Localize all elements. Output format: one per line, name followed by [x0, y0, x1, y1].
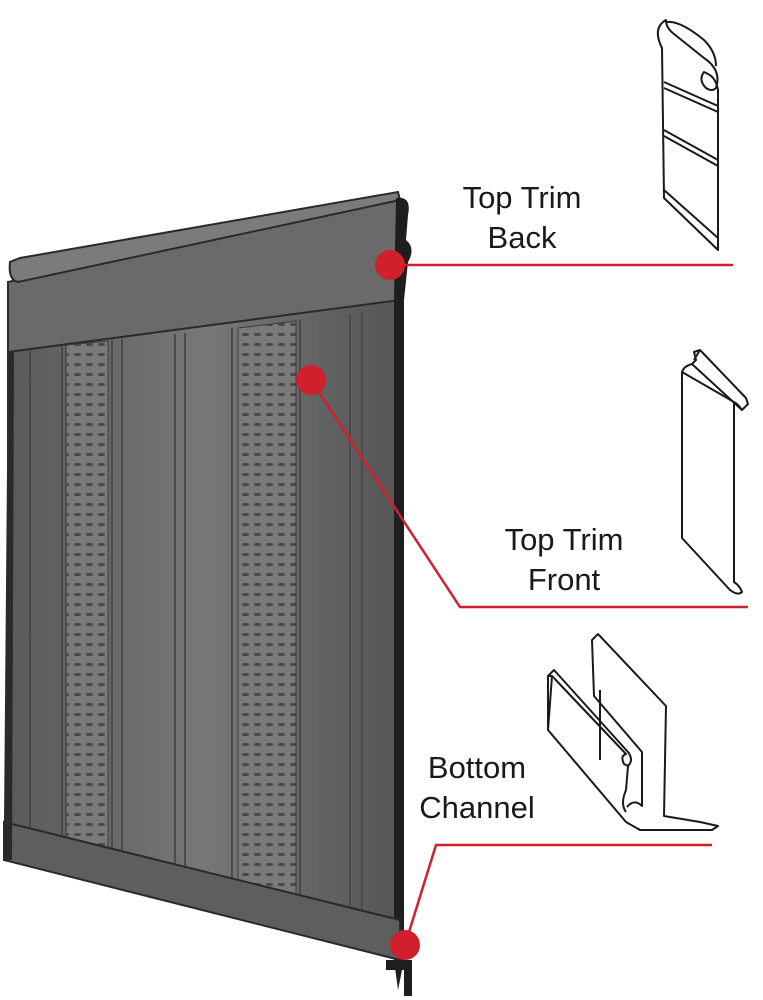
top-trim-front-profile-icon [681, 349, 749, 595]
top-trim-front-marker [296, 365, 326, 395]
soffit-panel [3, 190, 412, 996]
panel-left-edge [4, 352, 14, 860]
top-trim-back-profile-icon [656, 19, 719, 251]
top-trim-front-label-line1: Top Trim [504, 522, 624, 557]
panel-top-rolled-edge [8, 190, 402, 284]
bottom-channel-label-line1: Bottom [427, 750, 527, 785]
bottom-channel-label: Bottom Channel [402, 748, 552, 828]
bottom-channel-label-line2: Channel [419, 790, 535, 825]
bottom-channel-leader-line [403, 843, 712, 946]
panel-bottom-lip [386, 960, 412, 996]
panel-right-edge [394, 197, 412, 991]
top-trim-front-label: Top Trim Front [494, 520, 634, 600]
bottom-channel-profile-icon [547, 633, 719, 831]
panel-ribs [29, 312, 363, 924]
vent-strip-left [65, 340, 109, 861]
callout-lines [309, 263, 748, 946]
top-trim-back-label-line1: Top Trim [462, 180, 582, 215]
top-trim-front-leader-line [309, 379, 748, 609]
top-trim-front-label-line2: Front [527, 562, 601, 597]
top-trim-back-marker [375, 250, 405, 280]
top-trim-back-label-line2: Back [487, 220, 557, 255]
callout-dots [296, 250, 420, 960]
bottom-channel-marker [390, 930, 420, 960]
vent-strip-right [237, 320, 297, 907]
top-trim-back-label: Top Trim Back [452, 178, 592, 258]
